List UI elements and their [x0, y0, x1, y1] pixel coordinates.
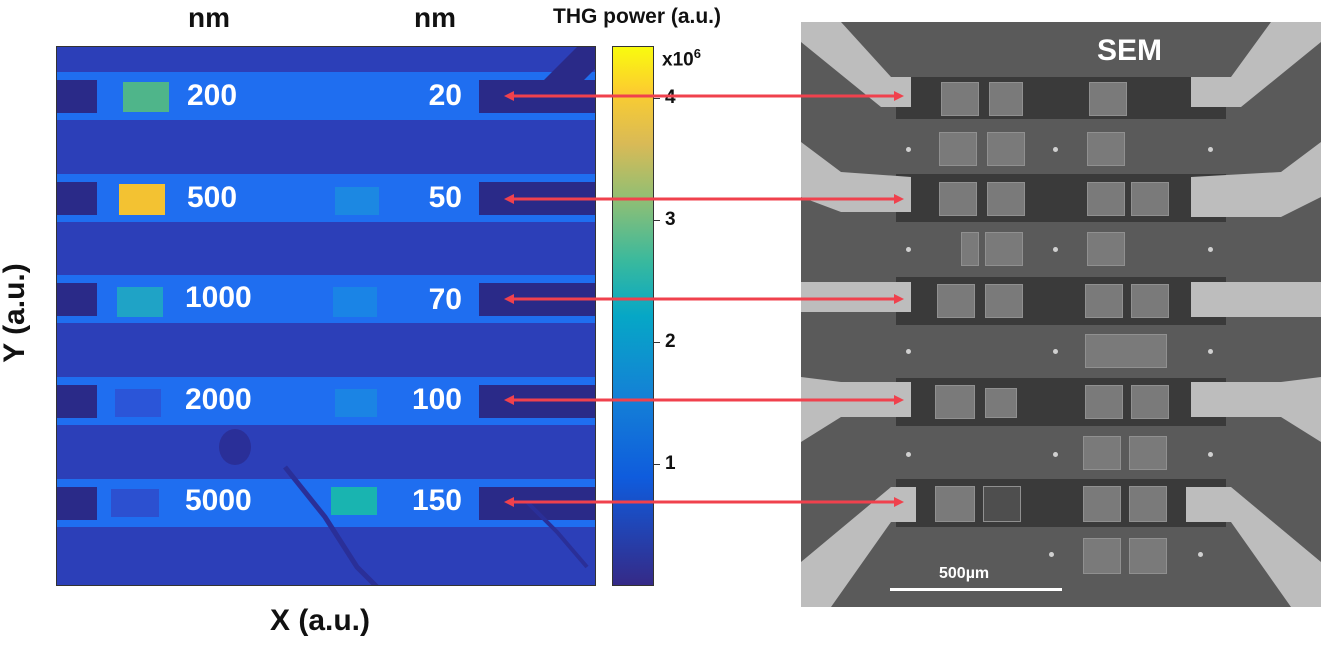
- colorbar-tick: [654, 464, 660, 465]
- contact-pad: [57, 385, 97, 418]
- sem-square: [1085, 284, 1123, 318]
- alignment-dot: [1053, 452, 1058, 457]
- colorbar-title: THG power (a.u.): [553, 5, 721, 28]
- width-label-right: 100: [411, 383, 462, 416]
- sem-square: [1131, 182, 1169, 216]
- width-label-right: 70: [428, 283, 462, 316]
- sem-square: [1083, 436, 1121, 470]
- scale-bar-label: 500µm: [939, 565, 990, 582]
- alignment-dot: [906, 349, 911, 354]
- width-label-right: 20: [428, 79, 462, 112]
- thg-map: 200 20 500 50 1000 70 2000 100 5000 150: [56, 46, 596, 586]
- sample-square: [335, 187, 379, 215]
- sem-square: [935, 486, 975, 522]
- contact-pad: [57, 80, 97, 113]
- colorbar-tick-label: 1: [665, 453, 676, 474]
- sem-square: [941, 82, 979, 116]
- colorbar: [612, 46, 654, 586]
- sem-square: [987, 182, 1025, 216]
- alignment-dot: [1208, 349, 1213, 354]
- alignment-dot: [1053, 349, 1058, 354]
- left-unit-header: nm: [188, 2, 230, 33]
- width-label-right: 150: [411, 484, 462, 517]
- sem-square: [985, 284, 1023, 318]
- sample-square: [119, 184, 165, 215]
- sample-square: [111, 489, 159, 517]
- sem-square: [1085, 334, 1167, 368]
- sample-square: [115, 389, 161, 417]
- width-label-left: 5000: [185, 484, 252, 517]
- sem-electrodes: [801, 22, 1321, 607]
- sem-square: [1129, 538, 1167, 574]
- right-unit-header: nm: [414, 2, 456, 33]
- colorbar-tick-label: 3: [665, 209, 676, 230]
- sem-square: [937, 284, 975, 318]
- sem-square: [985, 388, 1017, 418]
- alignment-dot: [906, 147, 911, 152]
- multiplier-base: x10: [662, 49, 694, 71]
- x-axis-label: X (a.u.): [270, 604, 371, 637]
- sem-square: [987, 132, 1025, 166]
- colorbar-tick-label: 2: [665, 331, 676, 352]
- sem-square: [1085, 385, 1123, 419]
- sem-square: [1083, 538, 1121, 574]
- alignment-dot: [1053, 247, 1058, 252]
- colorbar-multiplier: x106: [662, 46, 701, 71]
- sem-square: [935, 385, 975, 419]
- alignment-dot: [1053, 147, 1058, 152]
- sample-square: [331, 487, 377, 515]
- sem-image: SEM 500µm: [801, 22, 1321, 607]
- sem-square: [961, 232, 979, 266]
- alignment-dot: [1198, 552, 1203, 557]
- multiplier-exponent: 6: [693, 46, 701, 61]
- sem-square: [939, 182, 977, 216]
- width-label-left: 2000: [185, 383, 252, 416]
- sem-square: [1131, 385, 1169, 419]
- alignment-dot: [906, 452, 911, 457]
- sem-square: [1129, 486, 1167, 522]
- scale-bar: [890, 588, 1062, 591]
- sample-square: [333, 287, 377, 317]
- alignment-dot: [906, 247, 911, 252]
- colorbar-tick: [654, 342, 660, 343]
- sem-square: [989, 82, 1023, 116]
- alignment-dot: [1208, 247, 1213, 252]
- width-label-left: 1000: [185, 281, 252, 314]
- sample-square: [117, 287, 163, 317]
- alignment-dot: [1208, 452, 1213, 457]
- alignment-dot: [1208, 147, 1213, 152]
- contact-pad: [57, 487, 97, 520]
- sem-square: [1129, 436, 1167, 470]
- sample-square: [335, 389, 377, 417]
- sem-square: [939, 132, 977, 166]
- sem-square: [985, 232, 1023, 266]
- alignment-dot: [1049, 552, 1054, 557]
- sample-square: [123, 82, 169, 112]
- sem-square: [1087, 182, 1125, 216]
- colorbar-tick: [654, 220, 660, 221]
- sem-square: [1087, 232, 1125, 266]
- width-label-left: 200: [187, 79, 238, 112]
- sem-square: [1089, 82, 1127, 116]
- sem-square: [983, 486, 1021, 522]
- sem-square: [1087, 132, 1125, 166]
- contact-pad: [57, 283, 97, 316]
- sem-square: [1083, 486, 1121, 522]
- sem-square: [1131, 284, 1169, 318]
- contact-pad: [57, 182, 97, 215]
- width-label-left: 500: [187, 181, 238, 214]
- width-label-right: 50: [428, 181, 462, 214]
- sem-label: SEM: [1097, 34, 1163, 67]
